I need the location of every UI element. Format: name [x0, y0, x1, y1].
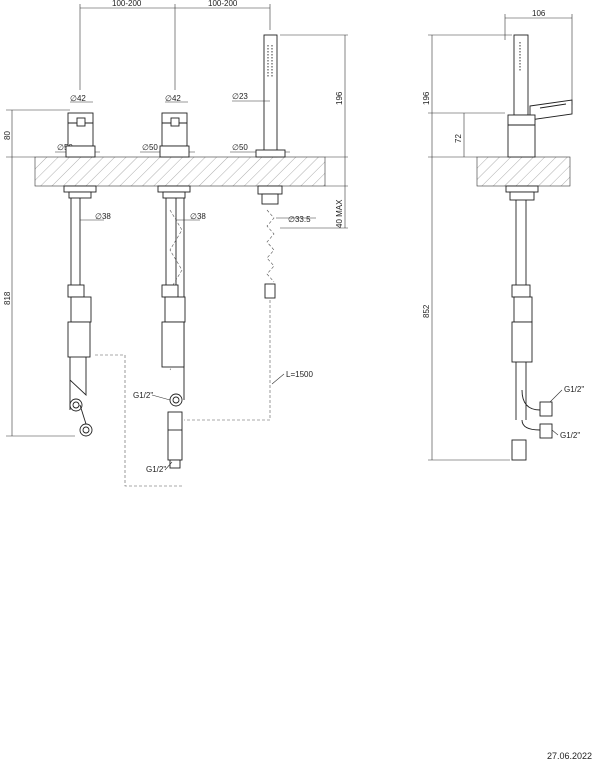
hand-shower: ∅23 ∅50 ∅33.5 — [230, 34, 316, 299]
side-height-72-label: 72 — [454, 134, 463, 143]
side-height-196-label: 196 — [422, 91, 431, 105]
dia-base-middle-label: ∅50 — [142, 143, 158, 152]
shower-height-196-label: 196 — [335, 91, 344, 105]
side-height-852-label: 852 — [422, 304, 431, 318]
side-width-106-label: 106 — [532, 9, 546, 18]
mixer-left: ∅42 ∅50 ∅38 — [55, 94, 111, 437]
dia-handle-middle-label: ∅42 — [165, 94, 181, 103]
hose-length-label: L=1500 — [286, 370, 313, 379]
drawing-date: 27.06.2022 — [546, 751, 592, 761]
dia-shower-label: ∅23 — [232, 92, 248, 101]
dia-under-shower-label: ∅33.5 — [288, 215, 311, 224]
thread-middle-2-label: G1/2" — [146, 465, 166, 474]
deck-slab — [34, 156, 326, 187]
mixer-middle: ∅42 ∅50 ∅38 G1/2" G1/2" — [133, 94, 206, 474]
top-spacing-dimension: 100-200 100-200 — [79, 0, 271, 90]
front-view: 100-200 100-200 80 818 196 40 MAX ∅42 — [3, 0, 348, 487]
side-deck-slab — [476, 156, 571, 187]
deck-40-max-label: 40 MAX — [335, 199, 344, 228]
thread-middle-1-label: G1/2" — [133, 391, 153, 400]
hose-route — [95, 300, 271, 487]
side-thread-2-label: G1/2" — [560, 431, 580, 440]
shower-nozzles — [267, 45, 273, 78]
side-lever — [529, 99, 573, 121]
height-80-label: 80 — [3, 131, 12, 140]
dia-handle-left-label: ∅42 — [70, 94, 86, 103]
side-thread-1-label: G1/2" — [564, 385, 584, 394]
hand-shower-head — [263, 34, 278, 158]
dia-under-middle-label: ∅38 — [190, 212, 206, 221]
side-shower-head — [513, 34, 529, 116]
left-height-dimensions: 80 818 — [3, 109, 75, 437]
spacing-label-2: 100-200 — [208, 0, 238, 8]
dia-under-left-label: ∅38 — [95, 212, 111, 221]
side-mixer-body — [507, 114, 536, 158]
side-view: 106 196 72 852 G1/2" G1/2" — [422, 9, 584, 461]
spacing-label-1: 100-200 — [112, 0, 142, 8]
dia-base-shower-label: ∅50 — [232, 143, 248, 152]
right-height-dimensions: 196 40 MAX — [280, 34, 348, 229]
height-818-label: 818 — [3, 291, 12, 305]
